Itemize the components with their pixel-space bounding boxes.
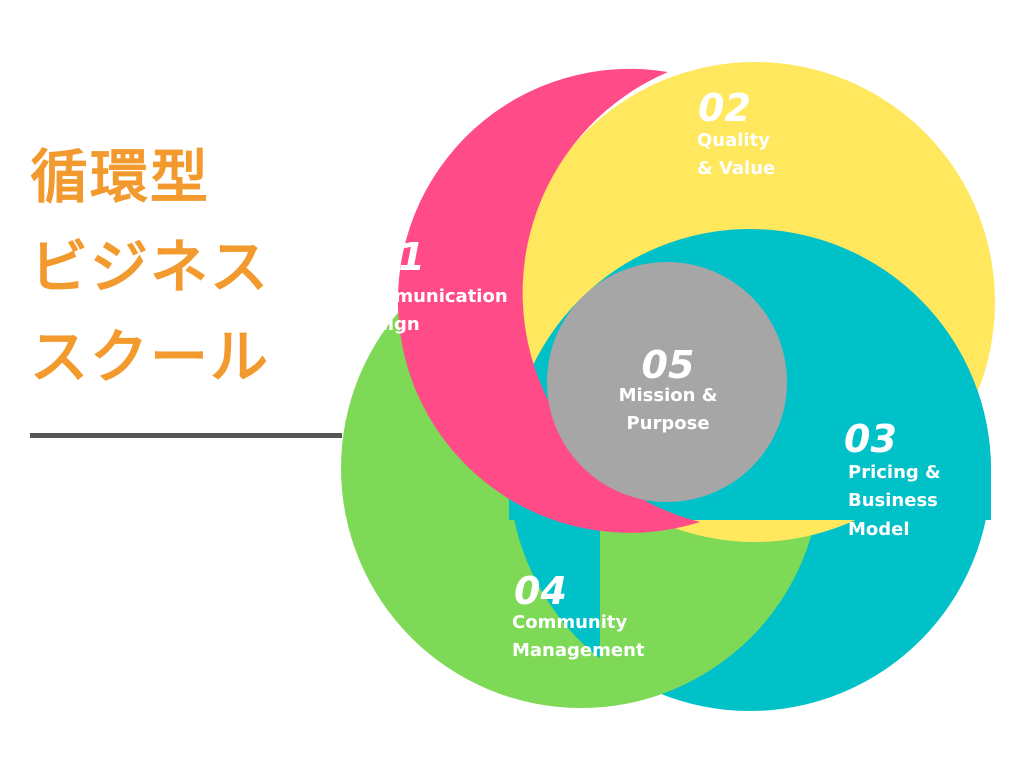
segment-04-number: 04	[514, 569, 567, 613]
segment-05-circle	[547, 262, 787, 502]
segment-01-label-line-1: Communication	[350, 286, 508, 307]
segment-05-label-line-2: Purpose	[626, 413, 709, 434]
segment-05-label-line-1: Mission &	[619, 385, 718, 406]
segment-01-shape	[397, 68, 700, 533]
segment-02-label-line-2: & Value	[697, 158, 775, 179]
title-block: 循環型 ビジネス スクール	[30, 132, 320, 402]
segment-02-label-line-1: Quality	[697, 130, 770, 151]
title-line-1: 循環型	[30, 143, 211, 211]
segment-04-label-line-1: Community	[512, 612, 627, 633]
segment-03-number: 03	[844, 417, 897, 461]
segment-01-number: 01	[372, 235, 425, 279]
segment-02-number: 02	[698, 86, 751, 130]
title-line-2: ビジネス	[30, 233, 271, 301]
segment-03-label-line-2: Business	[848, 490, 938, 511]
title-divider	[30, 433, 342, 438]
segment-03-label-line-3: Model	[848, 519, 910, 540]
segment-04-label-line-2: Management	[512, 640, 645, 661]
segment-01-label-line-2: Design	[350, 314, 420, 335]
segment-05-number: 05	[642, 343, 695, 387]
segment-03-label-line-1: Pricing &	[848, 462, 941, 483]
title-line-3: スクール	[30, 323, 271, 391]
